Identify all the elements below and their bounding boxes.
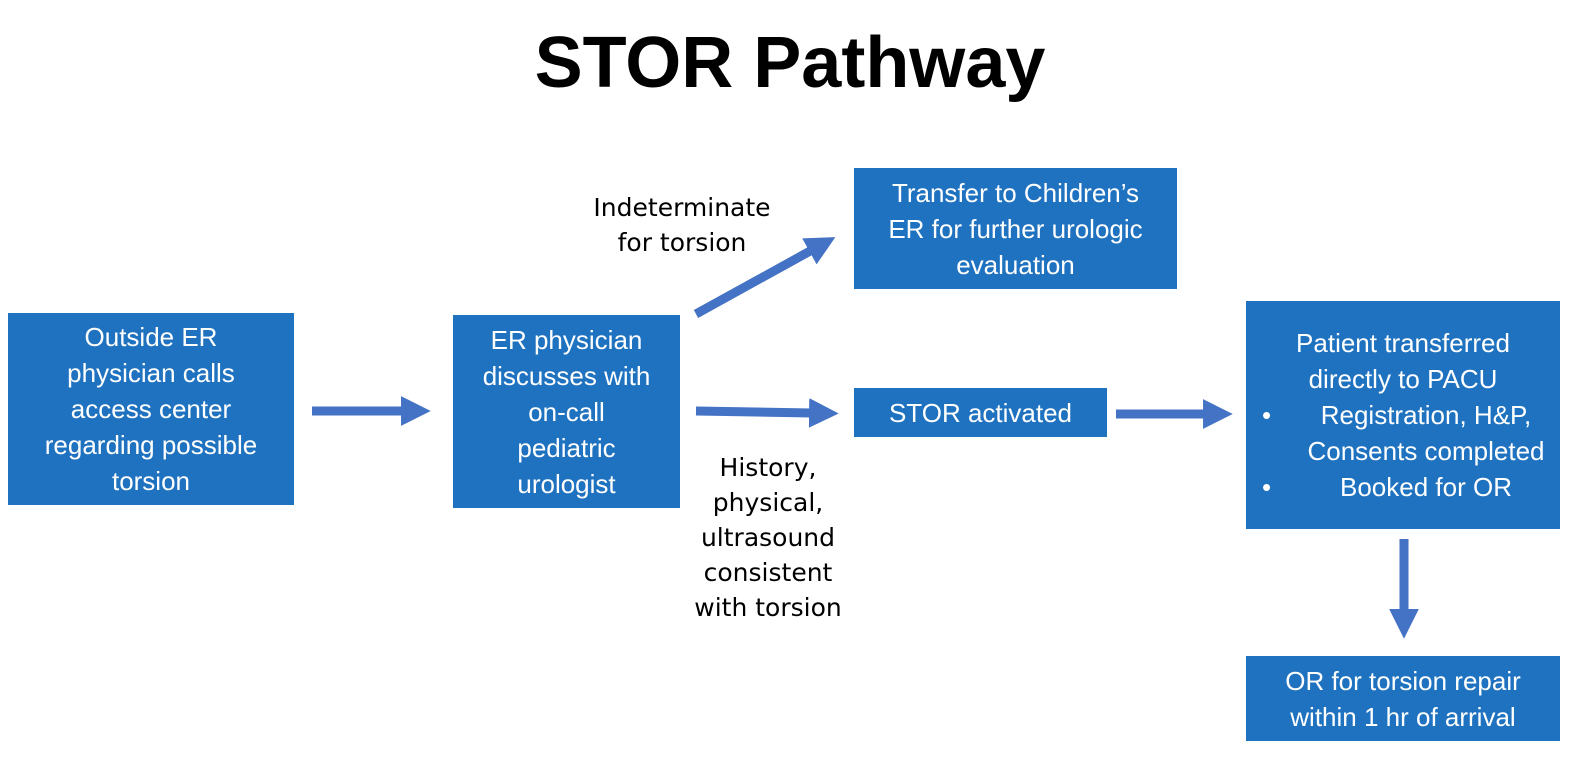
arrow-er-to-stor bbox=[695, 398, 839, 428]
page-title: STOR Pathway bbox=[534, 23, 1046, 103]
patient-transferred-list: • Registration, H&P, Consents completed … bbox=[1246, 397, 1560, 505]
er-physician-line-5: urologist bbox=[517, 468, 616, 499]
consistent-line-1: History, bbox=[719, 453, 817, 482]
or-repair-line-1: OR for torsion repair bbox=[1285, 665, 1521, 696]
er-physician-line-1: ER physician bbox=[490, 324, 643, 355]
er-physician-line-2: discusses with bbox=[482, 360, 651, 391]
transfer-line-3: evaluation bbox=[956, 249, 1075, 280]
bullet-text-booked: Booked for OR bbox=[1340, 472, 1512, 502]
outside-er-line-4: regarding possible bbox=[44, 430, 258, 460]
er-physician-line-3: on-call bbox=[528, 396, 605, 427]
outside-er-box: Outside ER physician calls access center… bbox=[8, 313, 294, 505]
er-physician-box: ER physician discusses with on-call pedi… bbox=[453, 315, 680, 508]
bullet-text-registration: Registration, H&P, Consents completed bbox=[1307, 400, 1545, 466]
consistent-line-4: consistent bbox=[703, 558, 833, 587]
transfer-line-1: Transfer to Children’s bbox=[891, 177, 1140, 208]
or-repair-line-2: within 1 hr of arrival bbox=[1290, 701, 1516, 732]
transfer-line-2: ER for further urologic bbox=[888, 213, 1143, 244]
indeterminate-label: Indeterminate for torsion bbox=[572, 190, 792, 260]
outside-er-line-1: Outside ER bbox=[84, 322, 218, 352]
patient-transferred-line-2: directly to PACU bbox=[1308, 364, 1498, 394]
patient-transferred-box: Patient transferred directly to PACU • R… bbox=[1246, 301, 1560, 529]
list-item: • Booked for OR bbox=[1246, 469, 1560, 505]
outside-er-line-5: torsion bbox=[111, 466, 191, 496]
indeterminate-line-2: for torsion bbox=[617, 228, 747, 257]
consistent-line-2: physical, bbox=[712, 488, 824, 517]
list-item: • Registration, H&P, Consents completed bbox=[1246, 397, 1560, 469]
er-physician-line-4: pediatric bbox=[517, 432, 616, 463]
transfer-box: Transfer to Children’s ER for further ur… bbox=[854, 168, 1177, 289]
stor-activated-label: STOR activated bbox=[888, 397, 1073, 428]
outside-er-line-2: physician calls bbox=[67, 358, 235, 388]
stor-activated-box: STOR activated bbox=[854, 388, 1107, 437]
bullet-icon: • bbox=[1262, 400, 1272, 430]
arrow-er-to-transfer bbox=[693, 237, 836, 318]
indeterminate-line-1: Indeterminate bbox=[593, 193, 771, 222]
consistent-line-5: with torsion bbox=[694, 593, 842, 622]
patient-transferred-line-1: Patient transferred bbox=[1296, 328, 1510, 358]
bullet-icon: • bbox=[1262, 472, 1272, 502]
consistent-label: History, physical, ultrasound consistent… bbox=[668, 450, 868, 625]
consistent-line-3: ultrasound bbox=[700, 523, 836, 552]
outside-er-line-3: access center bbox=[70, 394, 232, 424]
or-repair-box: OR for torsion repair within 1 hr of arr… bbox=[1246, 656, 1560, 741]
